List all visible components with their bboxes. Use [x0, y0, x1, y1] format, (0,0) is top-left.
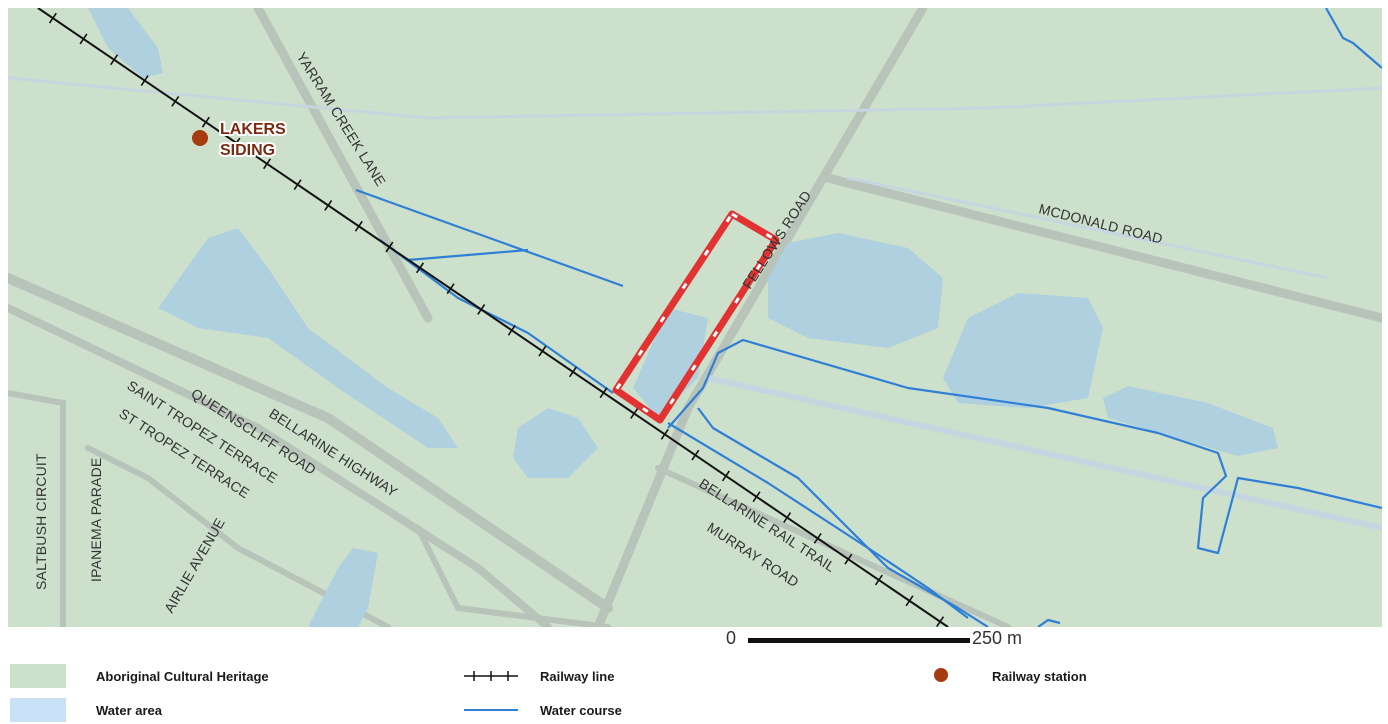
railway-tick: [691, 449, 700, 461]
railway-tick: [538, 345, 547, 357]
map-canvas[interactable]: LAKERS SIDING YARRAM CREEK LANE FELLOWS …: [8, 8, 1382, 627]
railway-line: [37, 8, 949, 627]
railway-tick: [140, 75, 149, 86]
water-area: [513, 408, 598, 478]
water-course: [1037, 618, 1061, 627]
water-area: [158, 228, 458, 448]
legend-label-railway-line: Railway line: [540, 668, 615, 684]
railway-tick: [354, 220, 363, 232]
railway-tick: [660, 428, 669, 440]
railway-tick: [599, 387, 608, 399]
railway-station-lakers-siding[interactable]: [192, 130, 208, 146]
map-layer: LAKERS SIDING YARRAM CREEK LANE FELLOWS …: [8, 8, 1382, 627]
water-area-swatch: [10, 698, 66, 722]
water-course: [379, 239, 614, 394]
water-course: [407, 248, 529, 262]
scale-bar: 0 250 m: [726, 628, 1056, 652]
water-course: [1325, 8, 1382, 69]
label-airlie-avenue: AIRLIE AVENUE: [161, 515, 228, 615]
water-course: [667, 338, 1382, 555]
station-dot-icon: [934, 668, 948, 682]
railway-tick: [293, 179, 302, 191]
railway-tick: [507, 324, 516, 336]
railway-tick: [477, 304, 486, 315]
water-area: [768, 233, 943, 348]
legend-item-water-area: Water area: [10, 696, 162, 724]
railway-tick: [79, 33, 88, 45]
railway-tick: [415, 262, 425, 274]
scale-start-label: 0: [726, 628, 737, 648]
railway-tick: [752, 491, 761, 503]
road-network: [8, 8, 1382, 627]
water-areas: [88, 8, 1278, 627]
station-label-line1: LAKERS: [220, 121, 286, 138]
water-course-line-icon: [464, 709, 518, 711]
scale-bar-line: [748, 638, 970, 643]
scale-end-label: 250 m: [972, 628, 1023, 648]
road-queenscliff-road: [8, 304, 552, 627]
railway-tick: [905, 595, 914, 607]
water-area: [308, 548, 378, 627]
legend-label-water-area: Water area: [96, 702, 162, 718]
legend-label-water-course: Water course: [540, 702, 622, 718]
water-course: [697, 407, 989, 627]
railway-tick: [844, 553, 853, 565]
railway-tick: [48, 12, 57, 24]
railway-tick: [936, 616, 945, 627]
water-course: [355, 188, 624, 288]
railway-tick: [446, 283, 455, 295]
station-label-line2: SIDING: [220, 142, 275, 159]
legend-item-railway-line: Railway line: [464, 662, 614, 690]
legend-label-heritage: Aboriginal Cultural Heritage: [96, 668, 269, 684]
water-area: [943, 293, 1103, 408]
railway-tick: [568, 366, 578, 378]
road-minor-2: [846, 176, 1330, 280]
map-legend: Aboriginal Cultural Heritage Railway lin…: [0, 652, 1388, 724]
road-yarram-creek-lane: [253, 8, 433, 323]
label-ipanema-parade: IPANEMA PARADE: [88, 458, 104, 582]
road-minor-3: [415, 525, 611, 627]
road-mcdonald-road: [823, 173, 1382, 323]
railway-tick: [630, 408, 639, 419]
legend-item-heritage: Aboriginal Cultural Heritage: [10, 662, 269, 690]
road-fellows-road: [593, 8, 928, 627]
legend-label-railway-station: Railway station: [992, 668, 1087, 684]
water-courses: [355, 8, 1382, 627]
railway-tick: [874, 574, 883, 586]
railway-tick: [262, 158, 272, 170]
study-area-boundary: [612, 210, 780, 424]
railway-tick: [201, 116, 210, 128]
legend-item-railway-station: Railway station: [932, 662, 1087, 690]
road-bellarine-rail-trail: [655, 465, 1011, 627]
road-bellarine-highway: [8, 273, 613, 613]
road-ipanema: [85, 445, 391, 627]
road-murray-road: [705, 375, 1382, 531]
railway-tick: [783, 512, 792, 523]
railway-line-icon: [464, 671, 518, 681]
water-course: [667, 422, 969, 619]
railway-tick: [721, 470, 730, 482]
label-saltbush-circuit: SALTBUSH CIRCUIT: [33, 453, 49, 590]
railway-tick: [110, 54, 119, 66]
railway-tick: [171, 95, 180, 107]
water-area: [633, 308, 708, 418]
heritage-swatch: [10, 664, 66, 688]
railway-tick: [813, 532, 822, 544]
railway-tick: [385, 241, 394, 253]
railway-tick: [324, 200, 333, 211]
road-minor-1: [8, 76, 1382, 120]
legend-item-water-course: Water course: [464, 696, 622, 724]
water-area: [1103, 386, 1278, 456]
railway-tick: [232, 137, 241, 149]
water-area: [88, 8, 163, 78]
road-saltbush: [8, 390, 66, 627]
